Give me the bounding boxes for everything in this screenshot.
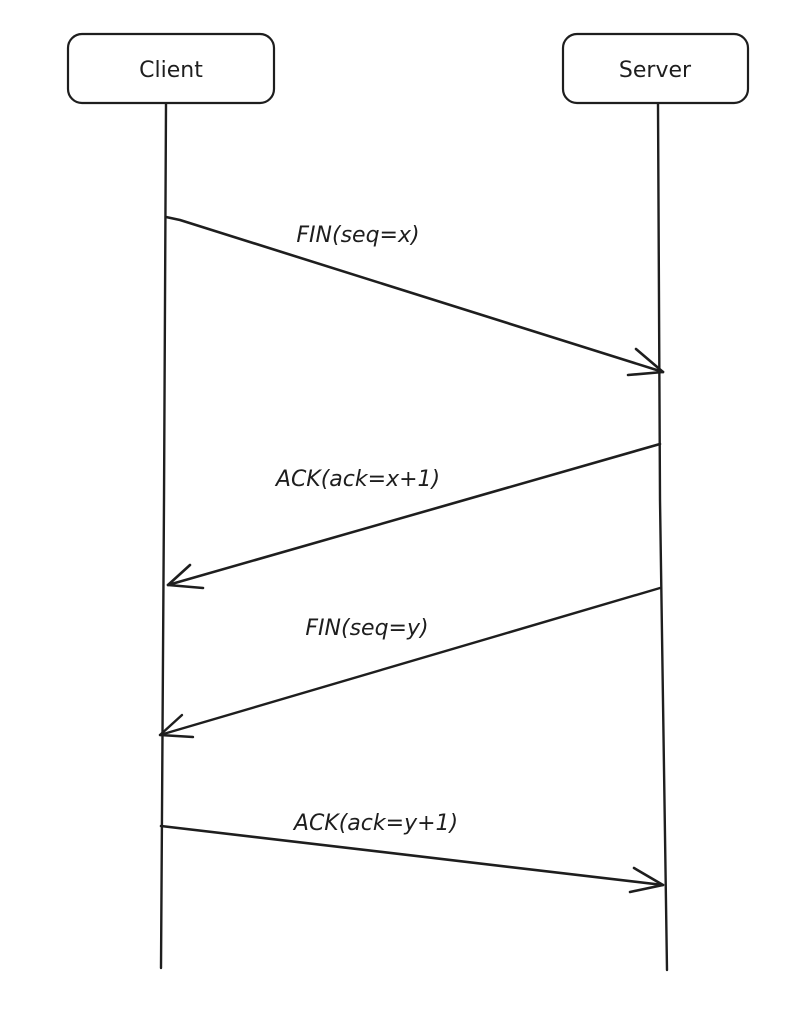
server-participant: Server: [561, 32, 750, 105]
arrow-line: [158, 586, 662, 737]
client-label: Client: [139, 58, 203, 83]
message-label: FIN(seq=x): [296, 223, 419, 248]
server-box: [561, 32, 750, 105]
message-ack-x-plus-1: ACK(ack=x+1): [166, 442, 662, 590]
client-participant: Client: [66, 32, 276, 105]
arrowhead-icon: [628, 866, 665, 894]
arrowhead-icon: [626, 347, 665, 377]
arrow-line: [166, 442, 662, 587]
message-fin-seq-x: FIN(seq=x): [164, 215, 665, 377]
message-ack-y-plus-1: ACK(ack=y+1): [159, 811, 665, 894]
server-label: Server: [619, 58, 692, 83]
message-fin-seq-y: FIN(seq=y): [158, 586, 662, 739]
message-label: ACK(ack=x+1): [274, 467, 440, 492]
arrow-line: [164, 215, 665, 374]
arrowhead-icon: [158, 713, 195, 739]
arrowhead-icon: [166, 563, 205, 590]
message-label: ACK(ack=y+1): [292, 811, 458, 836]
client-box: [66, 32, 276, 105]
message-label: FIN(seq=y): [305, 616, 428, 641]
client-lifeline: [159, 102, 168, 970]
server-lifeline: [656, 102, 669, 972]
arrow-line: [159, 824, 665, 887]
